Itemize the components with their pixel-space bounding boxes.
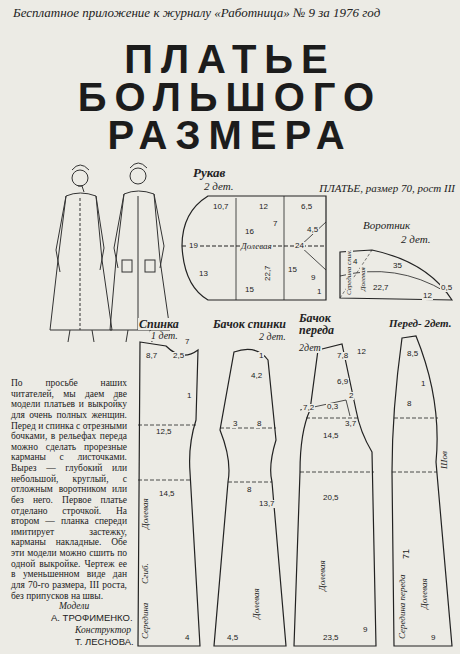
dimension-label: Долевая: [318, 559, 327, 592]
dimension-label: 0,3: [326, 403, 339, 411]
dimension-label: 2 дет.: [258, 332, 287, 342]
piece-name: Рукав: [192, 166, 226, 179]
dimension-label: 12: [356, 348, 367, 356]
dimension-label: 13: [198, 270, 209, 278]
dimension-label: 1: [420, 380, 426, 388]
dimension-label: 3: [232, 420, 238, 428]
dimension-label: 10,7: [212, 203, 230, 211]
dimension-label: 14,5: [158, 490, 176, 498]
dimension-label: 4: [184, 634, 190, 642]
dimension-label: 2дет: [298, 343, 322, 353]
dimension-label: 22,7: [372, 284, 390, 292]
dimension-label: 2,5: [172, 352, 185, 360]
dimension-label: Шов: [440, 450, 449, 470]
dimension-label: 8: [246, 486, 252, 494]
dimension-label: 13,7: [258, 500, 276, 508]
dimension-label: 6,5: [300, 203, 313, 211]
dimension-label: 7,8: [336, 352, 349, 360]
dimension-label: 8,7: [145, 352, 158, 360]
dimension-label: Модели: [58, 602, 90, 612]
dimension-label: 12: [422, 292, 433, 300]
dimension-label: 1: [258, 352, 264, 360]
piece-name: Перед- 2дет.: [388, 318, 453, 329]
piece-name: Спинка: [138, 318, 180, 330]
dimension-label: 7,2: [302, 404, 315, 412]
dimension-label: 24: [294, 242, 305, 250]
dimension-label: Т. ЛЕСНОВА.: [74, 637, 135, 647]
dimension-label: 22,7: [264, 264, 272, 282]
dimension-label: Сгиб.: [141, 562, 150, 585]
dimension-label: 9: [362, 626, 368, 634]
dimension-label: 4,2: [250, 372, 263, 380]
dimension-label: Долевая: [141, 497, 150, 530]
dimension-label: 2: [348, 392, 354, 400]
dimension-label: 14,5: [322, 432, 340, 440]
dimension-label: 23,5: [322, 634, 340, 642]
dimension-label: 20,5: [322, 494, 340, 502]
dimension-label: 4: [352, 258, 358, 266]
dimension-label: Долевая: [360, 266, 367, 292]
dimension-label: 71: [402, 548, 411, 560]
dimension-label: 19: [188, 242, 199, 250]
dimension-label: 35: [392, 262, 403, 270]
dimension-label: 12,5: [155, 428, 173, 436]
dimension-label: Воротник: [362, 220, 411, 231]
dimension-label: Конструктор: [74, 626, 132, 636]
dimension-label: 4,5: [226, 634, 239, 642]
dimension-label: 8: [406, 400, 412, 408]
dimension-label: 1: [316, 288, 322, 296]
dimension-label: Середина спин.: [346, 249, 353, 296]
description-text: По просьбе наших читателей, мы даем две …: [10, 378, 128, 601]
dimension-label: 7: [184, 338, 190, 346]
dimension-label: 8: [256, 420, 262, 428]
dimension-label: Долевая: [252, 587, 261, 620]
dimension-label: 2 дет.: [203, 181, 235, 192]
dimension-label: А. ТРОФИМЕНКО.: [50, 613, 134, 623]
dimension-label: 2 дет.: [400, 234, 432, 245]
dimension-label: 6,9: [336, 378, 349, 386]
dimension-label: 1: [186, 392, 192, 400]
dimension-label: 0,5: [440, 284, 453, 292]
dimension-label: 3,7: [344, 420, 357, 428]
piece-name: Бачок спинки: [212, 318, 287, 330]
dimension-label: 1 дет.: [150, 331, 179, 341]
dimension-label: 7: [272, 220, 278, 228]
dimension-label: Долевая: [420, 577, 429, 610]
dimension-label: ПЛАТЬЕ, размер 70, рост III: [318, 183, 456, 194]
dimension-label: 8,5: [406, 350, 419, 358]
dimension-label: 12: [258, 203, 269, 211]
dimension-label: 4,5: [306, 226, 319, 234]
piece-name: Бачок переда: [298, 312, 355, 336]
dimension-label: 9: [430, 634, 436, 642]
dimension-label: 15: [244, 286, 255, 294]
dimension-label: Середина: [141, 602, 150, 640]
dimension-label: Долевая: [240, 242, 273, 251]
dimension-label: 16: [244, 228, 255, 236]
dimension-label: Середина переда: [398, 574, 407, 640]
page-title: ПЛАТЬЕ БОЛЬШОГО РАЗМЕРА: [15, 40, 445, 154]
supplement-header: Бесплатное приложение к журналу «Работни…: [12, 6, 381, 19]
dimension-label: 15: [287, 266, 298, 274]
dimension-label: 9: [310, 274, 316, 282]
